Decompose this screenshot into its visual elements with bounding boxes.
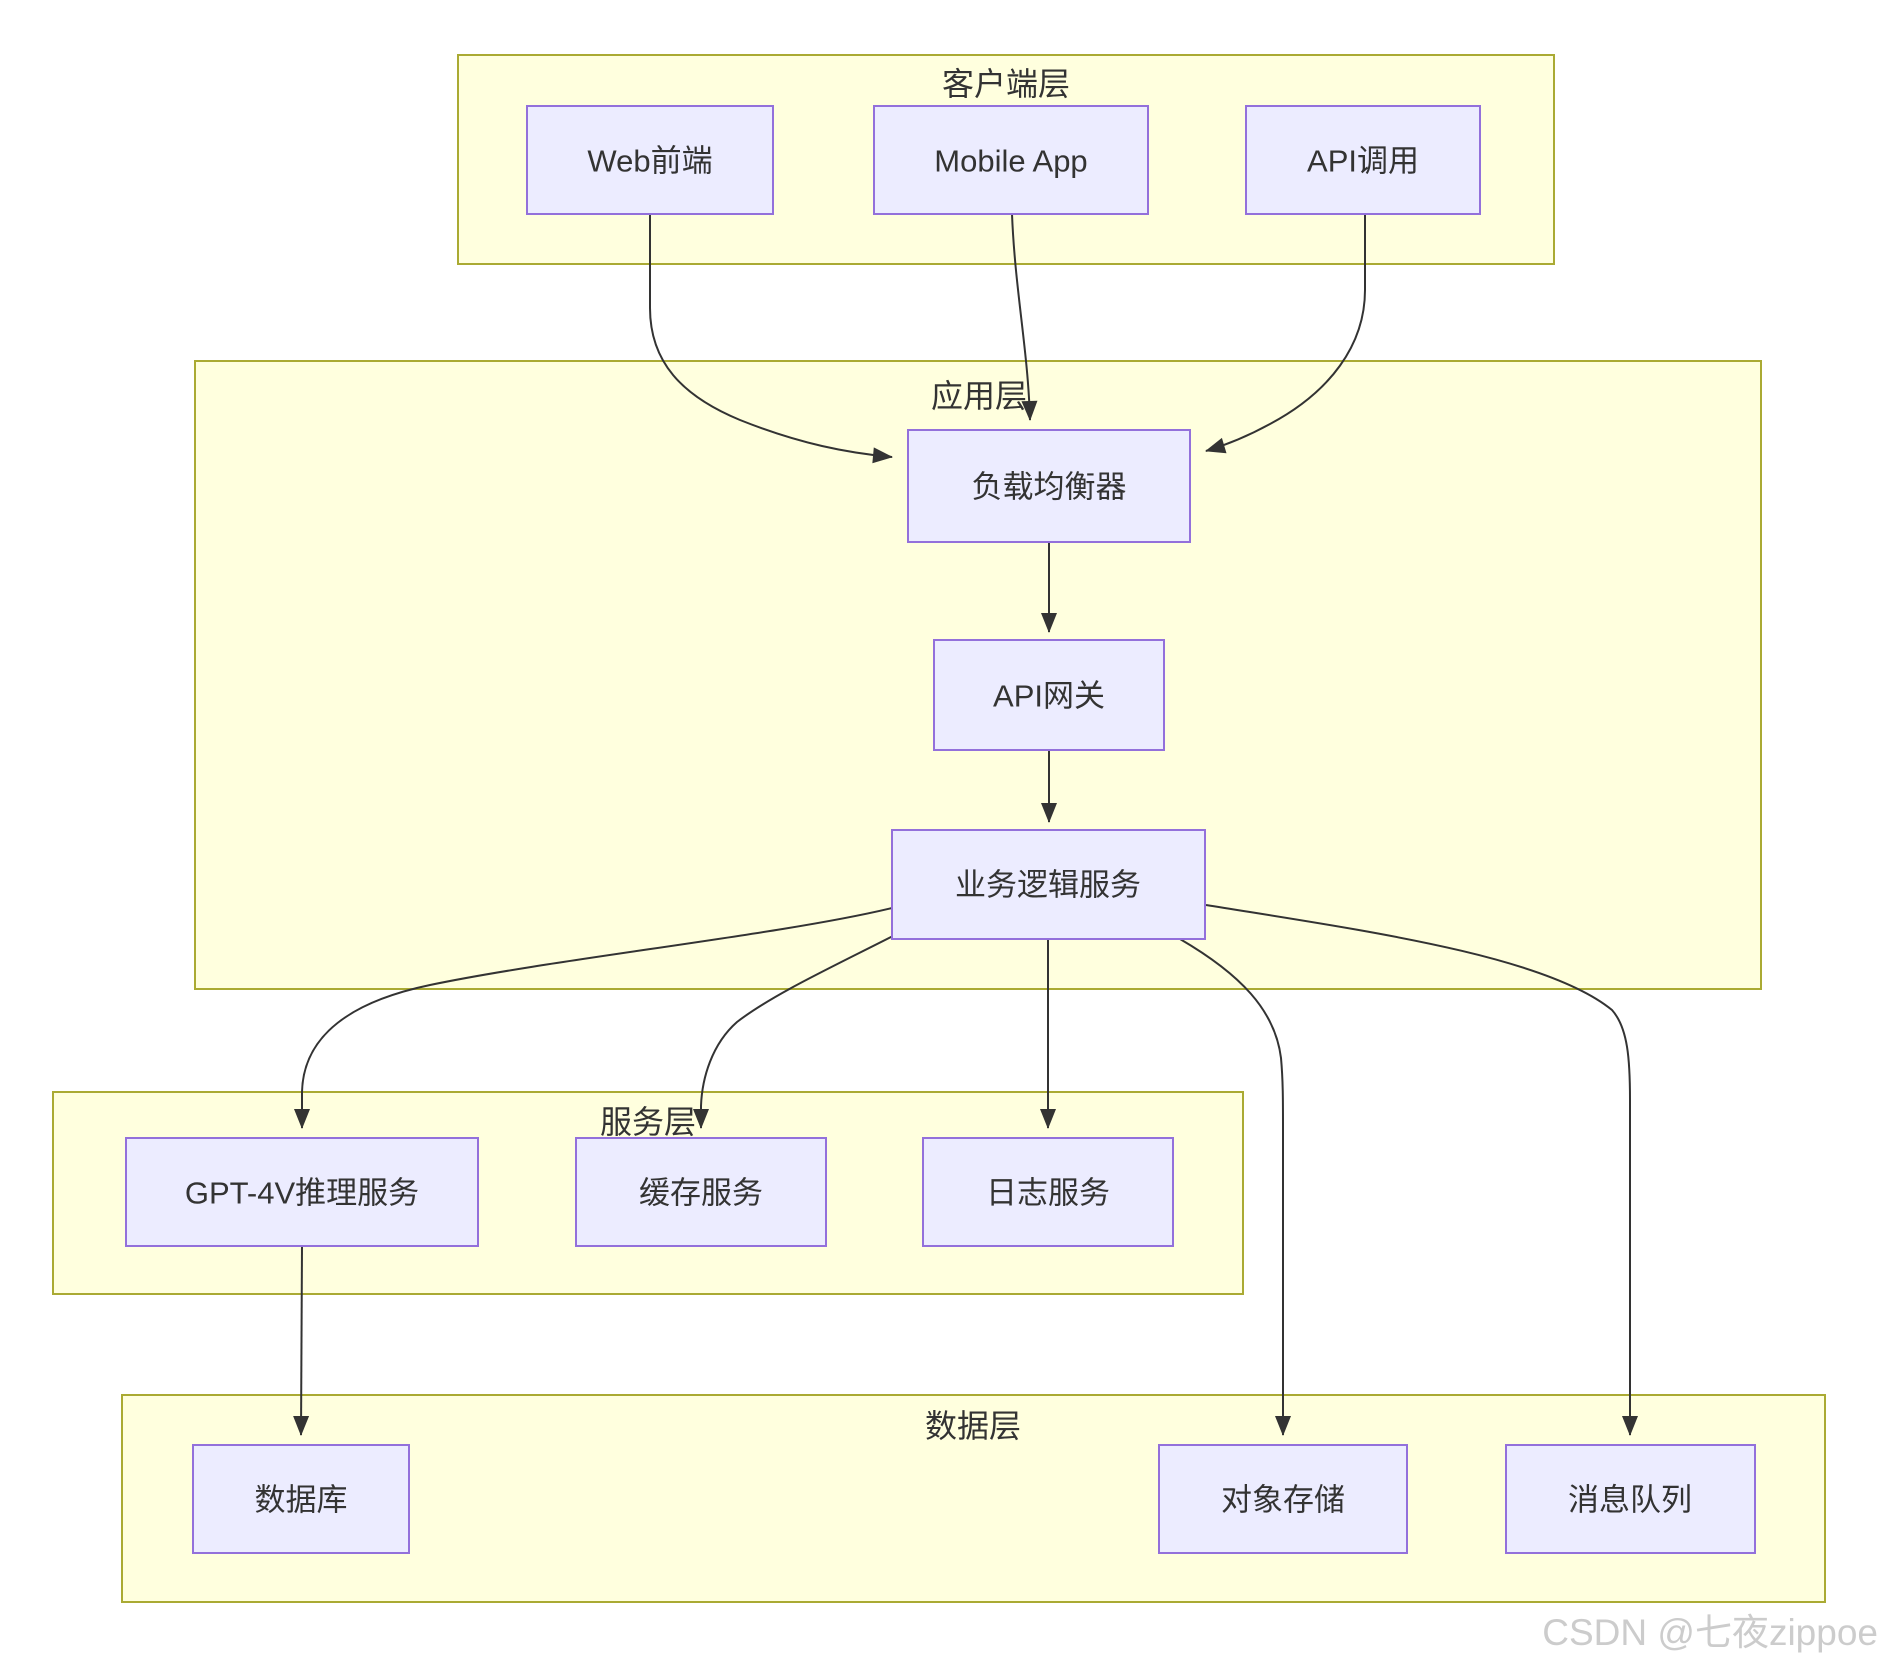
node-message-queue-label: 消息队列 (1568, 1483, 1692, 1518)
node-object-storage: 对象存储 (1158, 1444, 1408, 1554)
node-message-queue-box (1505, 1444, 1756, 1554)
watermark: CSDN @七夜zippoe (1542, 1612, 1878, 1653)
node-mobile-app: Mobile App (873, 105, 1149, 215)
node-cache-service: 缓存服务 (575, 1137, 827, 1247)
node-log-service-box (922, 1137, 1174, 1247)
edges (293, 213, 1638, 1436)
node-database-label: 数据库 (255, 1483, 348, 1518)
node-gpt4v-inference-label: GPT-4V推理服务 (185, 1176, 419, 1211)
node-log-service-label: 日志服务 (986, 1176, 1110, 1211)
node-object-storage-label: 对象存储 (1221, 1483, 1345, 1518)
node-load-balancer-label: 负载均衡器 (972, 470, 1127, 505)
edge-gpt4v-to-database (293, 1245, 310, 1436)
node-load-balancer: 负载均衡器 (907, 429, 1191, 543)
node-cache-service-label: 缓存服务 (639, 1176, 763, 1211)
node-object-storage-box (1158, 1444, 1408, 1554)
node-message-queue: 消息队列 (1505, 1444, 1756, 1554)
layer-application-label: 应用层 (931, 378, 1027, 414)
node-load-balancer-box (907, 429, 1191, 543)
node-mobile-app-label: Mobile App (934, 144, 1087, 179)
node-database-box (192, 1444, 410, 1554)
node-mobile-app-box (873, 105, 1149, 215)
edge-web-frontend-to-load-balancer (649, 214, 893, 464)
node-business-logic: 业务逻辑服务 (891, 829, 1206, 940)
edge-api-call-to-load-balancer (1205, 214, 1366, 454)
node-web-frontend-label: Web前端 (587, 144, 712, 179)
node-api-gateway-label: API网关 (993, 679, 1105, 714)
edge-business-logic-to-message-queue (1205, 904, 1638, 1436)
node-log-service: 日志服务 (922, 1137, 1174, 1247)
node-web-frontend: Web前端 (526, 105, 774, 215)
layer-service-label: 服务层 (600, 1104, 696, 1140)
edge-business-logic-to-object-storage (1179, 938, 1291, 1436)
node-gpt4v-inference-box (125, 1137, 479, 1247)
node-api-call: API调用 (1245, 105, 1481, 215)
layer-client-label: 客户端层 (942, 66, 1070, 102)
node-api-call-label: API调用 (1307, 144, 1419, 179)
edge-business-logic-to-gpt4v (294, 907, 893, 1129)
node-api-gateway: API网关 (933, 639, 1165, 751)
node-cache-service-box (575, 1137, 827, 1247)
node-business-logic-box (891, 829, 1206, 940)
node-database: 数据库 (192, 1444, 410, 1554)
layer-data-label: 数据层 (925, 1408, 1021, 1444)
node-api-call-box (1245, 105, 1481, 215)
edge-business-logic-to-cache (693, 935, 894, 1129)
node-web-frontend-box (526, 105, 774, 215)
edge-mobile-app-to-load-balancer (1011, 213, 1038, 421)
node-api-gateway-box (933, 639, 1165, 751)
node-gpt4v-inference: GPT-4V推理服务 (125, 1137, 479, 1247)
node-business-logic-label: 业务逻辑服务 (955, 868, 1141, 903)
